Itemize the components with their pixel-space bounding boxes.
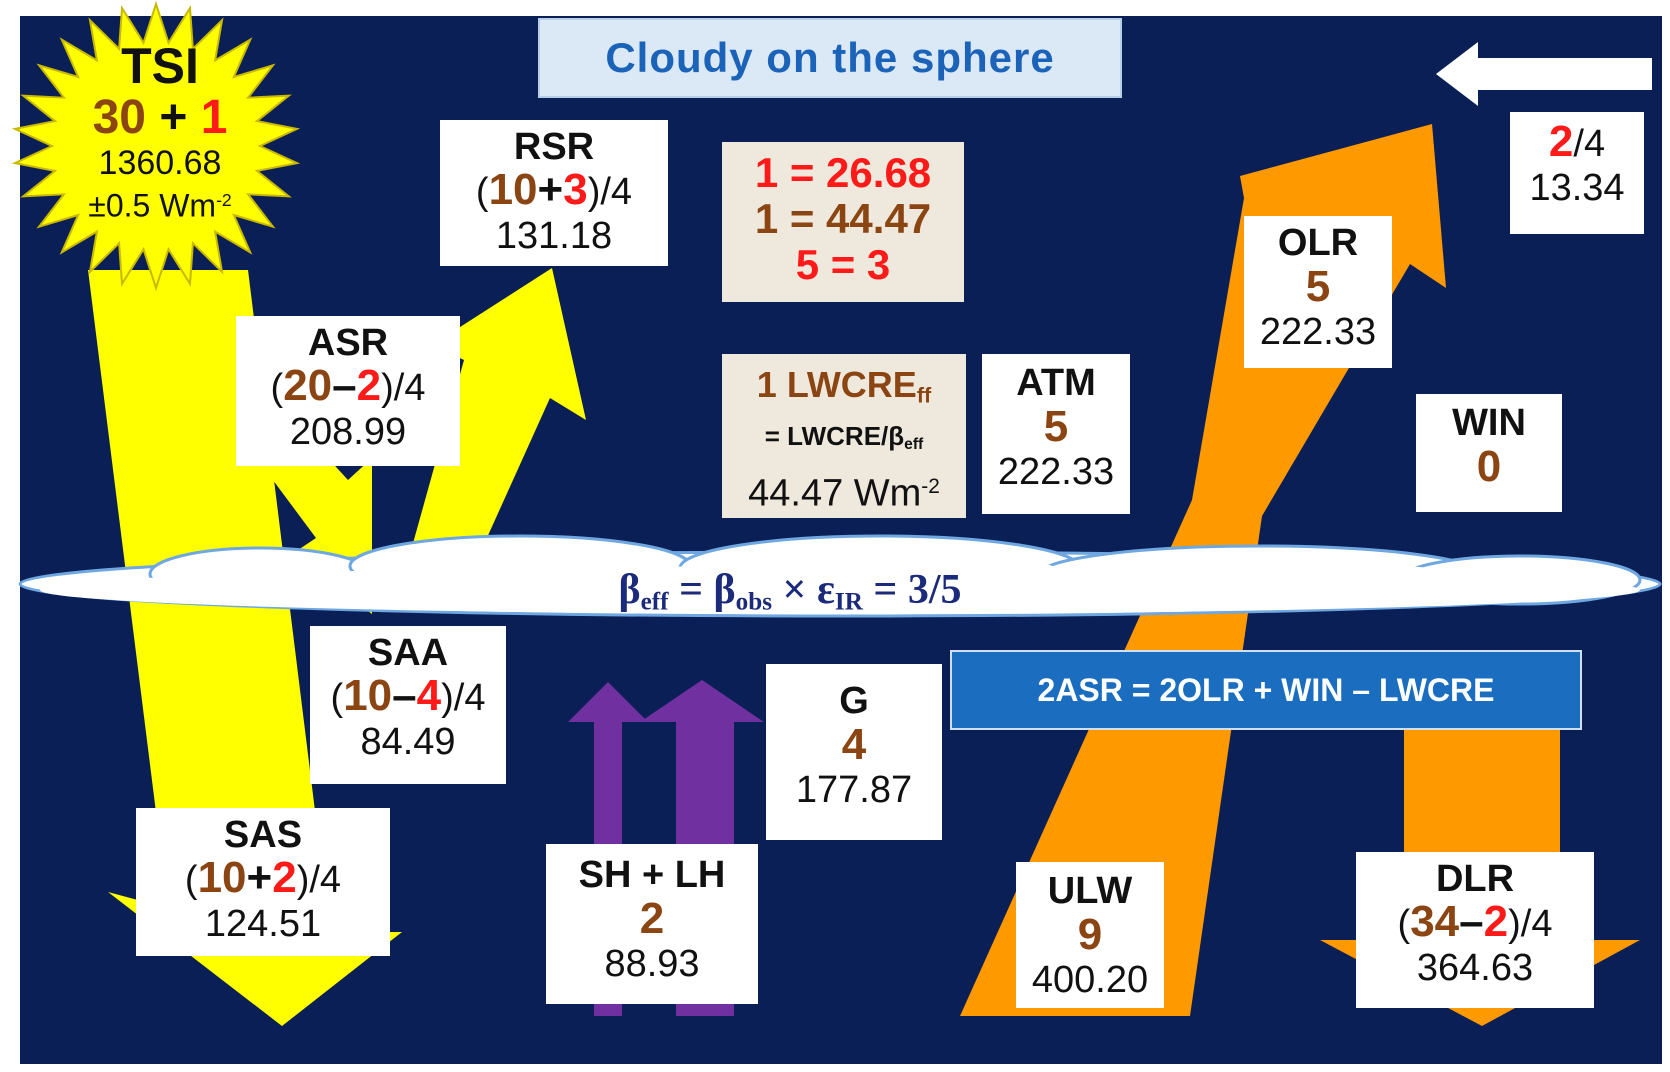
win-fraction: 2/4	[1548, 117, 1606, 166]
dlr-label: DLR	[1435, 858, 1515, 900]
saa-box: SAA (10–4)/4 84.49	[310, 626, 506, 784]
energy-balance-equation: 2ASR = 2OLR + WIN – LWCRE	[950, 650, 1582, 730]
sun-icon	[11, 0, 301, 292]
diagram-title: Cloudy on the sphere	[605, 34, 1055, 81]
atm-label: ATM	[1016, 362, 1096, 404]
tsi-label: TSI 30 + 1 1360.68 ±0.5 Wm-2	[60, 40, 260, 224]
lwcre-line-3: 44.47 Wm-2	[748, 472, 940, 515]
rsr-box: RSR (10+3)/4 131.18	[440, 120, 668, 266]
g-number: 4	[841, 720, 867, 769]
shlh-label: SH + LH	[578, 854, 726, 896]
lwcre-box: 1 LWCREff = LWCRE/βeff 44.47 Wm-2	[722, 354, 966, 518]
olr-number: 5	[1305, 262, 1331, 311]
tsi-uncertainty: ±0.5 Wm-2	[88, 187, 232, 224]
unit-line-2: 1 = 44.47	[754, 195, 932, 242]
tsi-title: TSI	[121, 38, 199, 94]
asr-box: ASR (20–2)/4 208.99	[236, 316, 460, 466]
rsr-fraction: (10+3)/4	[475, 165, 633, 214]
asr-fraction: (20–2)/4	[270, 361, 426, 410]
shlh-value: 88.93	[604, 943, 700, 985]
tsi-fraction: 30 + 1	[92, 91, 228, 144]
ulw-box: ULW 9 400.20	[1016, 862, 1164, 1008]
dlr-box: DLR (34–2)/4 364.63	[1356, 852, 1594, 1008]
olr-label: OLR	[1277, 222, 1359, 264]
beta-equation: βeff = βobs × εIR = 3/5	[618, 567, 962, 616]
lwcre-line-1: 1 LWCREff	[756, 364, 932, 408]
olr-box: OLR 5 222.33	[1244, 216, 1392, 368]
dlr-fraction: (34–2)/4	[1397, 897, 1553, 946]
sas-label: SAS	[223, 814, 303, 856]
rsr-value: 131.18	[495, 215, 613, 257]
g-value: 177.87	[795, 769, 913, 811]
sas-value: 124.51	[204, 903, 322, 945]
sas-box: SAS (10+2)/4 124.51	[136, 808, 390, 956]
atm-box: ATM 5 222.33	[982, 354, 1130, 514]
win-flux-box: 2/4 13.34	[1510, 112, 1644, 234]
title-banner: Cloudy on the sphere	[538, 18, 1122, 98]
win-box: WIN 0	[1416, 394, 1562, 512]
win-label: WIN	[1452, 402, 1526, 444]
unit-conversion-box: 1 = 26.68 1 = 44.47 5 = 3	[722, 142, 964, 302]
tsi-value: 1360.68	[98, 144, 222, 182]
atm-number: 5	[1043, 402, 1069, 451]
cloud-layer	[18, 534, 1662, 618]
rsr-label: RSR	[513, 126, 595, 168]
g-box: G 4 177.87	[766, 664, 942, 840]
ulw-number: 9	[1077, 910, 1103, 959]
asr-value: 208.99	[289, 411, 407, 453]
win-flux-value: 13.34	[1529, 167, 1625, 209]
g-label: G	[839, 680, 869, 722]
unit-line-3: 5 = 3	[795, 241, 891, 288]
saa-label: SAA	[367, 632, 449, 674]
dlr-value: 364.63	[1416, 947, 1534, 989]
win-number: 0	[1476, 442, 1502, 491]
shlh-number: 2	[639, 894, 665, 943]
asr-label: ASR	[307, 322, 389, 364]
lwcre-line-2: = LWCRE/βeff	[764, 421, 924, 454]
saa-fraction: (10–4)/4	[330, 671, 486, 720]
shlh-box: SH + LH 2 88.93	[546, 844, 758, 1004]
ulw-value: 400.20	[1031, 959, 1149, 1001]
sas-fraction: (10+2)/4	[184, 853, 342, 902]
atm-value: 222.33	[997, 451, 1115, 493]
ulw-label: ULW	[1047, 870, 1133, 912]
win-arrow	[1436, 42, 1652, 106]
saa-value: 84.49	[360, 721, 456, 763]
unit-line-1: 1 = 26.68	[754, 149, 932, 196]
olr-value: 222.33	[1259, 311, 1377, 353]
